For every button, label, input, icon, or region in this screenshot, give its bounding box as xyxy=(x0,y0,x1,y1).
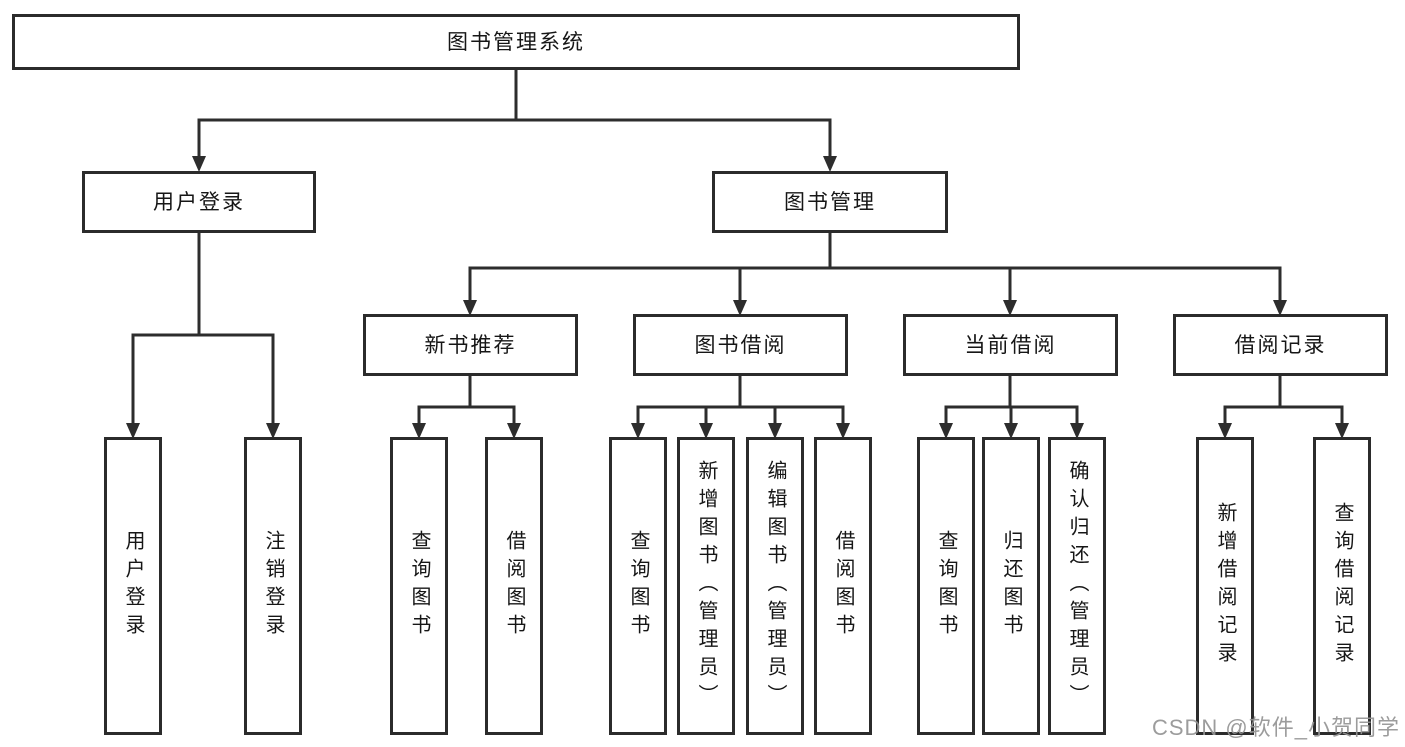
arrow-to-leaf-current-query xyxy=(939,407,953,439)
edge-new-book-stem xyxy=(417,376,516,409)
node-current-borrow-label: 当前借阅 xyxy=(964,333,1057,357)
node-user-login: 用户登录 xyxy=(82,171,316,233)
leaf-newbook-query-books: 查询图书 xyxy=(390,437,448,735)
edge-borrow-record-stem xyxy=(1223,376,1344,409)
leaf-newbook-borrow-books-label: 借阅图书 xyxy=(503,530,525,642)
leaf-return-books: 归还图书 xyxy=(982,437,1040,735)
arrow-to-leaf-borrow-edit xyxy=(768,407,782,439)
leaf-add-book-admin: 新增图书（管理员） xyxy=(677,437,735,735)
leaf-logout-label: 注销登录 xyxy=(262,530,284,642)
leaf-confirm-return-admin-label: 确认归还（管理员） xyxy=(1066,460,1088,712)
csdn-watermark: CSDN @软件_小贺同学 xyxy=(1151,715,1400,740)
arrow-to-leaf-record-query xyxy=(1335,407,1349,439)
node-new-book-recommend-label: 新书推荐 xyxy=(424,333,517,357)
edge-user-login-stem xyxy=(131,233,275,337)
node-book-borrow: 图书借阅 xyxy=(633,314,848,376)
node-book-management: 图书管理 xyxy=(712,171,948,233)
edge-current-borrow-stem xyxy=(944,376,1079,409)
leaf-newbook-borrow-books: 借阅图书 xyxy=(485,437,543,735)
arrow-to-leaf-logout xyxy=(266,335,280,439)
leaf-edit-book-admin-label: 编辑图书（管理员） xyxy=(764,460,786,712)
node-book-borrow-label: 图书借阅 xyxy=(694,333,787,357)
arrow-to-leaf-record-add xyxy=(1218,407,1232,439)
leaf-confirm-return-admin: 确认归还（管理员） xyxy=(1048,437,1106,735)
arrow-to-leaf-user-login xyxy=(126,335,140,439)
arrow-to-user-login xyxy=(192,120,206,172)
edge-book-borrow-stem xyxy=(636,376,845,409)
leaf-current-query-books-label: 查询图书 xyxy=(935,530,957,642)
leaf-user-login: 用户登录 xyxy=(104,437,162,735)
leaf-borrow-query-books: 查询图书 xyxy=(609,437,667,735)
leaf-add-borrow-record: 新增借阅记录 xyxy=(1196,437,1254,735)
leaf-add-book-admin-label: 新增图书（管理员） xyxy=(695,460,717,712)
leaf-add-borrow-record-label: 新增借阅记录 xyxy=(1214,502,1236,670)
node-current-borrow: 当前借阅 xyxy=(903,314,1118,376)
leaf-borrow-books: 借阅图书 xyxy=(814,437,872,735)
node-root: 图书管理系统 xyxy=(12,14,1020,70)
arrow-to-leaf-borrow-borrow xyxy=(836,407,850,439)
arrow-to-leaf-borrow-query xyxy=(631,407,645,439)
node-borrow-records-label: 借阅记录 xyxy=(1234,333,1327,357)
node-user-login-label: 用户登录 xyxy=(153,190,245,214)
arrow-to-current-borrow xyxy=(1003,268,1017,316)
leaf-return-books-label: 归还图书 xyxy=(1000,530,1022,642)
edge-book-management-stem xyxy=(468,233,1282,270)
leaf-current-query-books: 查询图书 xyxy=(917,437,975,735)
leaf-edit-book-admin: 编辑图书（管理员） xyxy=(746,437,804,735)
arrow-to-new-book xyxy=(463,268,477,316)
leaf-query-borrow-record-label: 查询借阅记录 xyxy=(1331,502,1353,670)
leaf-query-borrow-record: 查询借阅记录 xyxy=(1313,437,1371,735)
arrow-to-book-management xyxy=(823,120,837,172)
node-root-label: 图书管理系统 xyxy=(447,30,585,54)
leaf-logout: 注销登录 xyxy=(244,437,302,735)
arrow-to-leaf-current-confirm xyxy=(1070,407,1084,439)
arrow-to-leaf-newbook-query xyxy=(412,407,426,439)
leaf-borrow-query-books-label: 查询图书 xyxy=(627,530,649,642)
node-book-management-label: 图书管理 xyxy=(784,190,876,214)
arrow-to-borrow-record xyxy=(1273,268,1287,316)
leaf-user-login-label: 用户登录 xyxy=(122,530,144,642)
leaf-newbook-query-books-label: 查询图书 xyxy=(408,530,430,642)
leaf-borrow-books-label: 借阅图书 xyxy=(832,530,854,642)
node-borrow-records: 借阅记录 xyxy=(1173,314,1388,376)
arrow-to-leaf-borrow-add xyxy=(699,407,713,439)
node-new-book-recommend: 新书推荐 xyxy=(363,314,578,376)
arrow-to-leaf-newbook-borrow xyxy=(507,407,521,439)
arrow-to-leaf-current-return xyxy=(1004,407,1018,439)
edge-root-stem xyxy=(197,70,832,122)
arrow-to-book-borrow xyxy=(733,268,747,316)
